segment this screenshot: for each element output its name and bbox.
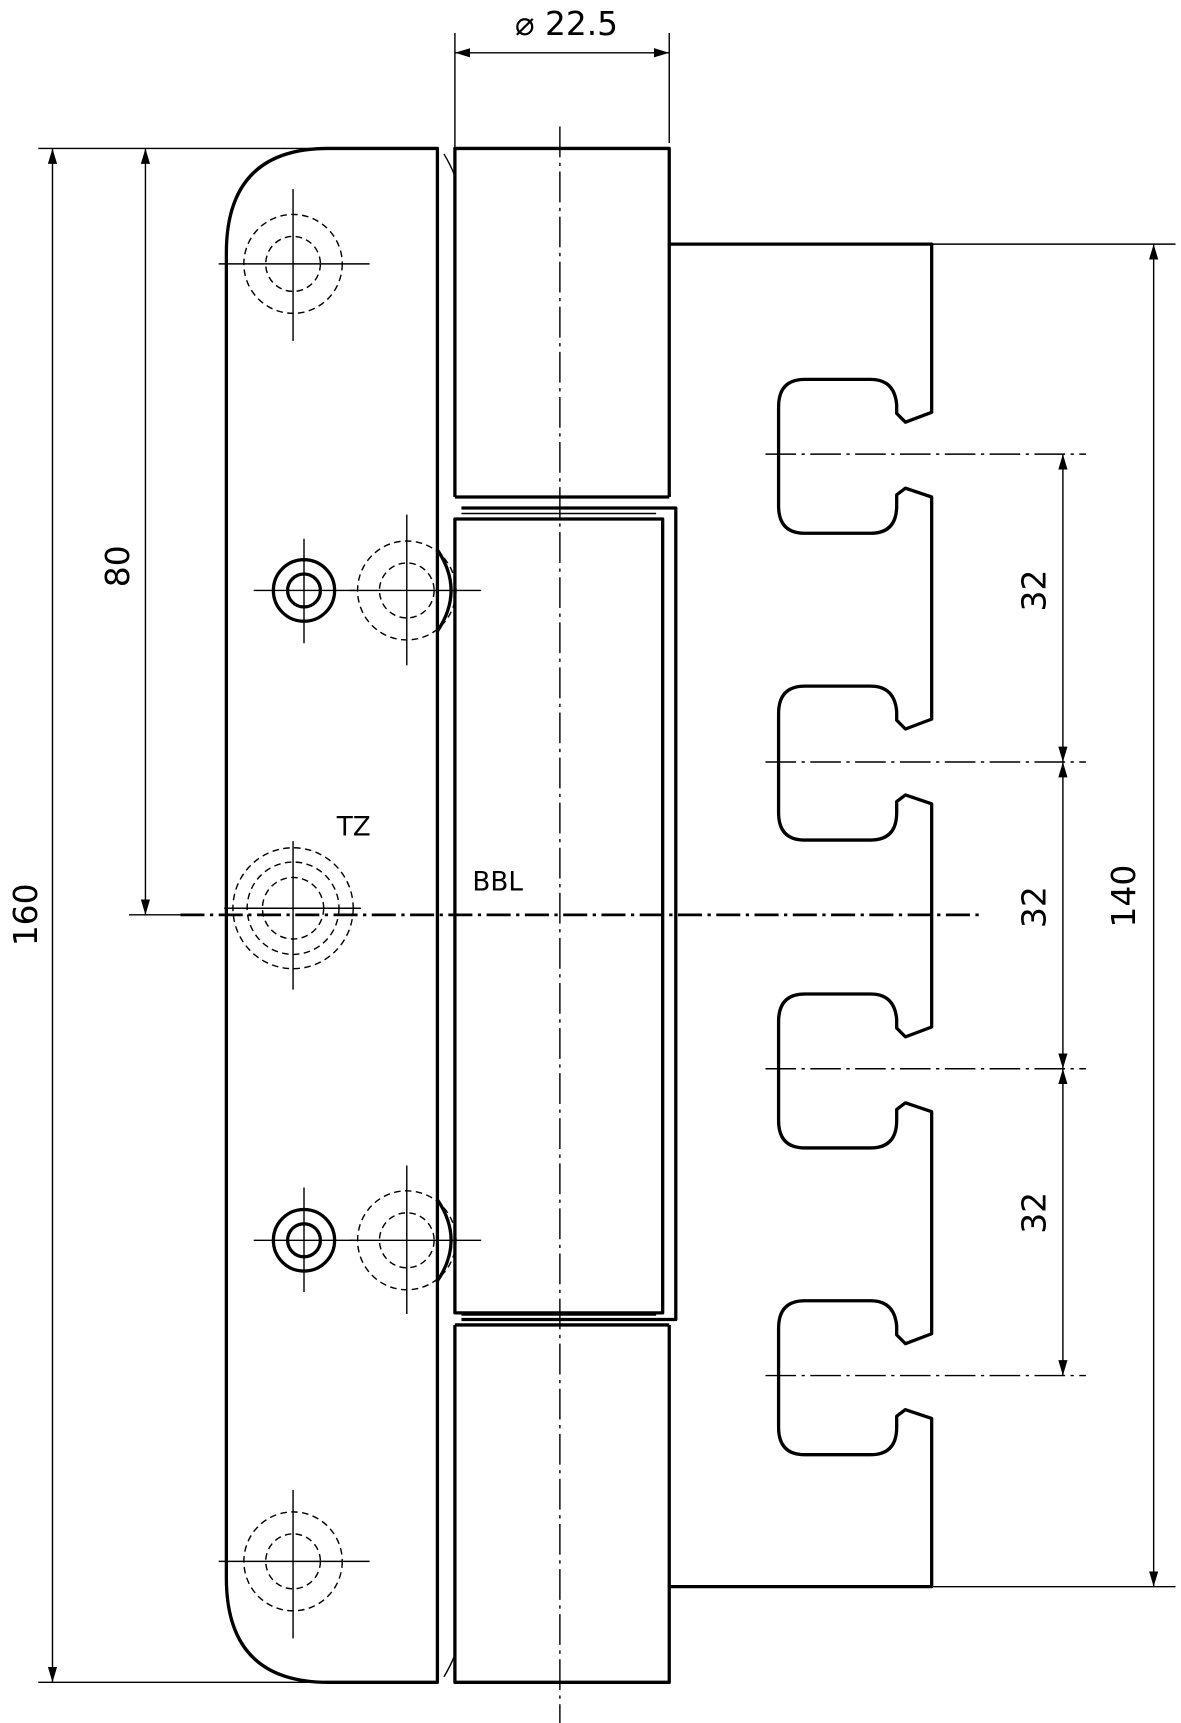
height-140-text: 140 (1104, 865, 1143, 928)
countersunk-hole-bottom (218, 1489, 370, 1639)
bbl-label: BBL (472, 868, 523, 898)
pitch-2-text: 32 (1014, 886, 1053, 928)
adjustment-screw-lower (253, 1165, 482, 1314)
pitch-3-text: 32 (1014, 1192, 1053, 1234)
countersunk-hole-top (218, 189, 370, 341)
pitch-1-text: 32 (1014, 569, 1053, 611)
tz-label: TZ (336, 813, 371, 843)
diameter-dimension-text: ⌀ 22.5 (515, 4, 618, 43)
middle-knuckle-outer (461, 506, 678, 1322)
adjustment-screw-upper (253, 514, 482, 666)
countersunk-hole-middle (224, 841, 361, 990)
height-160-text: 160 (6, 883, 45, 946)
left-leaf-outline (224, 146, 440, 1684)
height-80-text: 80 (98, 545, 137, 587)
